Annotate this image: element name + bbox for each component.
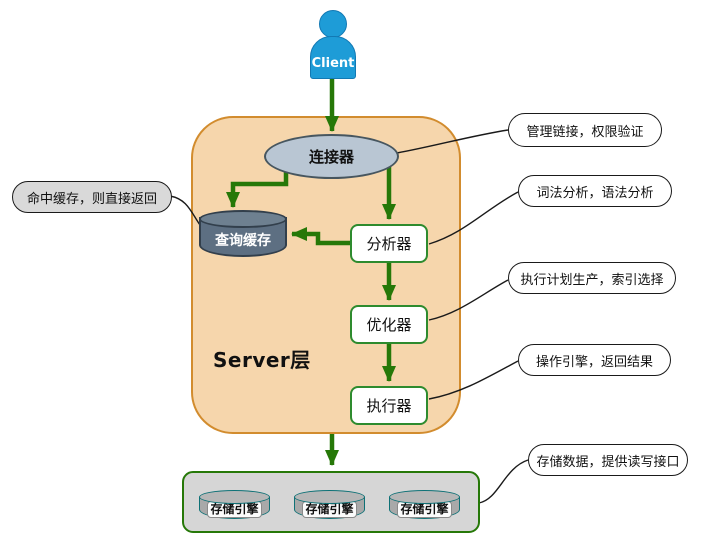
storage-engine-cylinder-top [389,490,460,504]
callout-connector-text: 管理链接，权限验证 [526,124,644,140]
callout-cache-hit: 命中缓存，则直接返回 [12,181,172,213]
arrow-analyzer-to-cache [291,227,350,246]
callout-optimizer-note: 执行计划生产，索引选择 [508,262,676,294]
callout-storage-text: 存储数据，提供读写接口 [536,454,680,470]
storage-engine-node: 存储引擎 [294,490,365,519]
line-optimizer-to-note [428,279,509,321]
client-label: Client [311,56,355,71]
analyzer-node: 分析器 [350,224,428,263]
storage-engine-cylinder-top [294,490,365,504]
line-connector-to-note [396,129,509,154]
storage-engine-cylinder-top [199,490,270,504]
storage-engine-label: 存储引擎 [207,501,262,518]
connector-label: 连接器 [308,148,354,166]
optimizer-label: 优化器 [366,316,412,334]
storage-engine-node: 存储引擎 [199,490,270,519]
storage-engine-cylinder: 存储引擎 [199,497,270,519]
callout-analyzer-note: 词法分析，语法分析 [518,175,672,207]
callout-analyzer-text: 词法分析，语法分析 [536,185,654,201]
storage-engine-node: 存储引擎 [389,490,460,519]
callout-cache-hit-text: 命中缓存，则直接返回 [26,191,157,207]
line-analyzer-to-note [428,191,519,245]
callout-connector-note: 管理链接，权限验证 [508,113,662,147]
executor-node: 执行器 [350,386,428,425]
server-layer-label: Server层 [213,348,311,372]
executor-label: 执行器 [366,397,412,415]
optimizer-node: 优化器 [350,305,428,344]
line-executor-to-note [428,360,519,400]
callout-storage-note: 存储数据，提供读写接口 [528,444,688,476]
query-cache-node: 查询缓存 [199,210,287,257]
line-storage-to-note [478,459,529,504]
line-cache-to-note [169,195,201,226]
callout-optimizer-text: 执行计划生产，索引选择 [520,272,664,288]
query-cache-label: 查询缓存 [215,233,271,249]
callout-executor-text: 操作引擎，返回结果 [535,354,653,370]
connector-node: 连接器 [264,134,399,179]
arrow-connector-to-cache [226,171,289,208]
analyzer-label: 分析器 [366,235,412,253]
client-person-icon [319,10,347,38]
callout-executor-note: 操作引擎，返回结果 [518,344,671,376]
storage-layer-box: 存储引擎 存储引擎 存储引擎 [182,471,480,533]
query-cache-cylinder-top [199,210,287,228]
client-node: Client [310,36,356,79]
